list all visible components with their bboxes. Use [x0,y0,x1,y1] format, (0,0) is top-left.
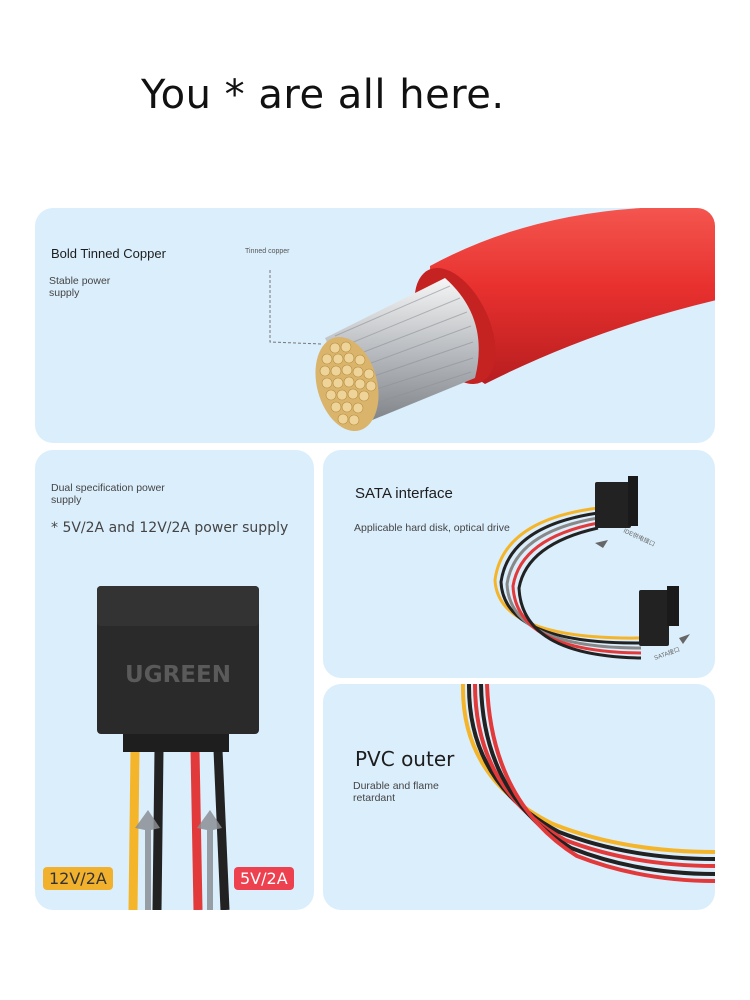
pvc-title: PVC outer [355,747,455,771]
sata-cable-illustration: IDE供电接口 SATA接口 [493,476,690,662]
headline: You * are all here. [141,72,505,118]
sata-connector-illustration: UGREEN [97,586,259,910]
copper-feature-card: Bold Tinned Copper Stable power supply T… [35,208,715,443]
cable-crosssection-illustration [269,208,715,432]
pvc-subtitle: Durable and flame retardant [353,780,439,804]
ide-label: IDE供电接口 [622,527,656,549]
badge-12v: 12V/2A [43,867,113,890]
copper-subtitle: Stable power supply [49,275,111,299]
badge-5v: 5V/2A [234,867,294,890]
sata-feature-card: SATA interface Applicable hard disk, opt… [323,450,715,678]
sata-subtitle: Applicable hard disk, optical drive [354,522,510,534]
copper-title: Bold Tinned Copper [51,246,166,261]
sata-title: SATA interface [355,485,453,502]
tinned-copper-callout: Tinned copper [245,248,290,255]
ugreen-logo: UGREEN [125,662,231,688]
dual-spec-feature-card: Dual specification power supply * 5V/2A … [35,450,314,910]
dual-spec-text: * 5V/2A and 12V/2A power supply [51,520,289,536]
sata-label: SATA接口 [653,645,681,662]
pvc-wires-illustration [460,684,715,883]
dual-spec-title: Dual specification power supply [51,482,165,506]
pvc-feature-card: PVC outer Durable and flame retardant [323,684,715,910]
